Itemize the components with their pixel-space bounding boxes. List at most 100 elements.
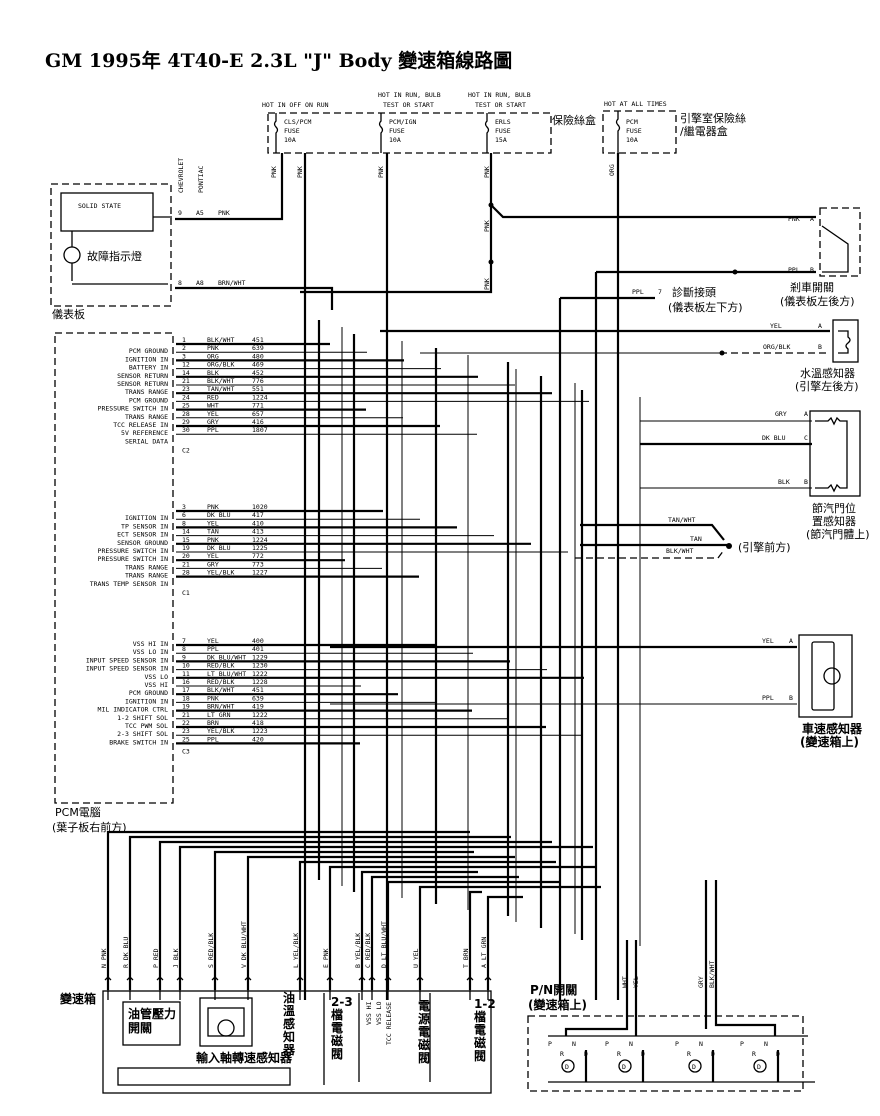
pcm-pin-number: 30 — [182, 426, 190, 434]
brake-switch-location: (儀表板左後方) — [780, 294, 855, 308]
pcm-pin-desc: ECT SENSOR IN — [117, 531, 168, 539]
pcm-location: (葉子板右前方) — [52, 820, 127, 834]
svg-text:PNK: PNK — [218, 209, 230, 217]
tcc-solenoid-label: 源 — [418, 1011, 430, 1026]
pcm-pin-desc: TRANS RANGE — [125, 388, 168, 396]
pcm-pin-color: YEL — [207, 519, 219, 527]
transaxle-pin — [326, 976, 334, 1000]
pcm-pin-color: PPL — [207, 735, 219, 743]
ect-sensor-label: 水溫感知器 — [800, 366, 855, 380]
ect-sensor-location: (引擎左後方) — [795, 379, 859, 393]
transaxle-pin-label: D LT BLU/WHT — [380, 921, 388, 968]
svg-text:TAN: TAN — [690, 535, 702, 543]
transaxle-label: 變速箱 — [59, 991, 96, 1006]
pcm-pin-color: YEL — [207, 637, 219, 645]
pcm-pin-color: TAN — [207, 528, 219, 536]
harness-wire — [106, 830, 470, 990]
pcm-pin-number: 24 — [182, 393, 190, 401]
pcm-pin-circuit: 1020 — [252, 503, 268, 511]
transaxle-pin-label: C RED/BLK — [364, 933, 372, 968]
pcm-pin-circuit: 1807 — [252, 426, 268, 434]
pcm-pin-color: PNK — [207, 694, 219, 702]
transaxle-pin — [156, 976, 164, 1000]
wire-tag-chevrolet: CHEVROLET — [177, 158, 185, 193]
engine-front-label: (引擎前方) — [738, 540, 791, 554]
svg-text:10A: 10A — [284, 136, 296, 144]
pcm-pin-desc: 1-2 SHIFT SOL — [117, 714, 168, 722]
pcm-pin-desc: PRESSURE SWITCH IN — [98, 547, 169, 555]
pcm-pin-circuit: 419 — [252, 703, 264, 711]
pcm-pin-number: 14 — [182, 369, 190, 377]
svg-text:ERLS: ERLS — [495, 118, 511, 126]
transaxle-pin-label: U YEL — [412, 948, 420, 968]
pcm-pin-desc: IGNITION IN — [125, 355, 168, 363]
svg-text:PCM/IGN: PCM/IGN — [389, 118, 416, 126]
pcm-pin-circuit: 451 — [252, 336, 264, 344]
pcm-pin-desc: SENSOR RETURN — [117, 372, 168, 380]
pcm-pin-number: 21 — [182, 711, 190, 719]
pcm-pin-color: BLK/WHT — [207, 377, 234, 385]
svg-text:BLK/WHT: BLK/WHT — [666, 547, 693, 555]
pcm-pin-circuit: 776 — [252, 377, 264, 385]
pcm-pin-number: 7 — [182, 637, 186, 645]
transaxle-pin — [176, 976, 184, 1000]
svg-text:15A: 15A — [495, 136, 507, 144]
mil-label: 故障指示燈 — [87, 249, 142, 263]
pcm-pin-circuit: 551 — [252, 385, 264, 393]
shift-12-solenoid-label: 閥 — [474, 1049, 486, 1063]
svg-text:8: 8 — [178, 279, 182, 287]
pcm-pin-color: YEL/BLK — [207, 569, 234, 577]
svg-text:(變速箱上): (變速箱上) — [800, 734, 859, 749]
fuse-hot-label-2: HOT IN RUN, BULB — [378, 91, 441, 99]
transaxle-pin — [126, 976, 134, 1000]
svg-text:(節汽門體上): (節汽門體上) — [806, 527, 870, 541]
shift-12-solenoid-label: 磁 — [473, 1035, 486, 1050]
svg-text:A: A — [804, 410, 808, 418]
wire-tag-pnk: PNK — [483, 278, 491, 290]
pcm-pin-circuit: 1222 — [252, 711, 268, 719]
svg-text:FUSE: FUSE — [284, 127, 300, 135]
pcm-pin-number: 21 — [182, 377, 190, 385]
shift-23-solenoid-label: 閥 — [331, 1047, 343, 1061]
tcc-solenoid-label: 電 — [418, 1025, 430, 1039]
shift-23-solenoid-label: 磁 — [330, 1033, 343, 1048]
pcm-pin-desc: SENSOR RETURN — [117, 380, 168, 388]
temp-sensor-label: 感 — [283, 1016, 295, 1031]
transaxle-pin — [104, 976, 112, 1000]
svg-text:10A: 10A — [626, 136, 638, 144]
svg-text:B: B — [810, 266, 814, 274]
pcm-pin-color: DK BLU — [207, 511, 231, 519]
pcm-pin-number: 11 — [182, 670, 190, 678]
svg-text:B: B — [818, 343, 822, 351]
harness-wire — [158, 840, 552, 990]
pcm-pin-circuit: 451 — [252, 686, 264, 694]
svg-text:車速感知器: 車速感知器 — [802, 721, 863, 736]
transaxle-pin-label: J BLK — [172, 948, 180, 968]
wire-tag-pnk: PNK — [296, 166, 304, 178]
fuse-hot-label-1: HOT IN OFF ON RUN — [262, 101, 329, 109]
dlc-location: (儀表板左下方) — [668, 300, 743, 314]
pcm-pin-number: 10 — [182, 662, 190, 670]
pn-position-label: R — [617, 1050, 621, 1058]
pcm-pin-desc: MIL INDICATOR CTRL — [98, 706, 169, 714]
pcm-pin-desc: TRANS TEMP SENSOR IN — [90, 580, 168, 588]
pcm-pin-desc: 2-3 SHIFT SOL — [117, 730, 168, 738]
pcm-pin-number: 21 — [182, 560, 190, 568]
pn-switch-label: P/N開關 — [530, 983, 577, 997]
pcm-pin-circuit: 1222 — [252, 670, 268, 678]
pcm-pin-color: LT BLU/WHT — [207, 670, 246, 678]
pcm-pin-color: GRY — [207, 418, 219, 426]
pcm-pin-circuit: 420 — [252, 735, 264, 743]
svg-text:PPL: PPL — [632, 288, 644, 296]
temp-sensor-label: 器 — [282, 1043, 296, 1057]
svg-text:DK BLU: DK BLU — [762, 434, 786, 442]
svg-text:9: 9 — [178, 209, 182, 217]
pcm-pin-color: DK BLU/WHT — [207, 653, 246, 661]
pcm-connector-name: C1 — [182, 589, 190, 597]
pn-switch-location: (變速箱上) — [528, 997, 587, 1012]
pcm-pin-color: ORG — [207, 352, 219, 360]
temp-sensor-label: 知 — [282, 1029, 295, 1044]
